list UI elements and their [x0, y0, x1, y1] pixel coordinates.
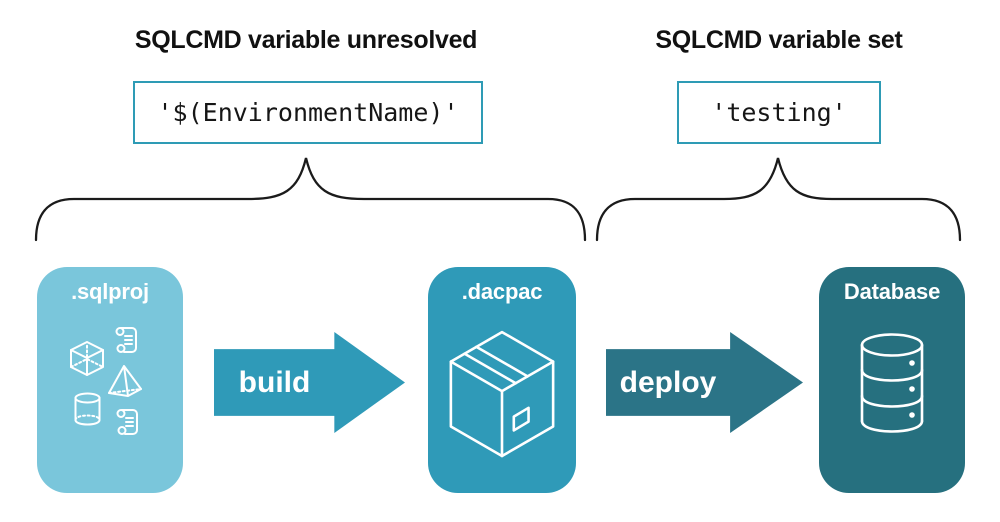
code-testing-value: 'testing'	[711, 98, 847, 127]
scroll-icon	[116, 409, 138, 435]
code-box-unresolved: '$(EnvironmentName)'	[133, 81, 483, 144]
build-arrow-label: build	[238, 365, 311, 399]
package-box-icon	[443, 327, 561, 467]
sql-project-objects-icon	[68, 327, 152, 435]
brace-group	[34, 157, 962, 242]
node-sqlproj: .sqlproj	[37, 267, 183, 493]
node-sqlproj-label: .sqlproj	[71, 279, 149, 304]
deploy-arrow: deploy	[606, 332, 803, 433]
database-cylinder-icon	[856, 333, 928, 433]
node-dacpac-label: .dacpac	[461, 279, 543, 304]
heading-sqlcmd-unresolved: SQLCMD variable unresolved	[134, 26, 478, 54]
code-box-set: 'testing'	[677, 81, 881, 144]
node-dacpac: .dacpac	[428, 267, 576, 493]
scroll-icon	[115, 327, 137, 353]
node-database-label: Database	[843, 279, 941, 304]
node-database: Database	[819, 267, 965, 493]
cylinder-icon	[76, 394, 100, 425]
deploy-arrow-label: deploy	[619, 365, 717, 399]
build-arrow: build	[214, 332, 405, 433]
code-environment-name: '$(EnvironmentName)'	[157, 98, 459, 127]
heading-sqlcmd-set: SQLCMD variable set	[655, 26, 903, 54]
brace-left-icon	[34, 157, 587, 242]
cube-icon	[71, 342, 103, 375]
pyramid-icon	[109, 366, 141, 396]
brace-right-icon	[595, 157, 962, 242]
